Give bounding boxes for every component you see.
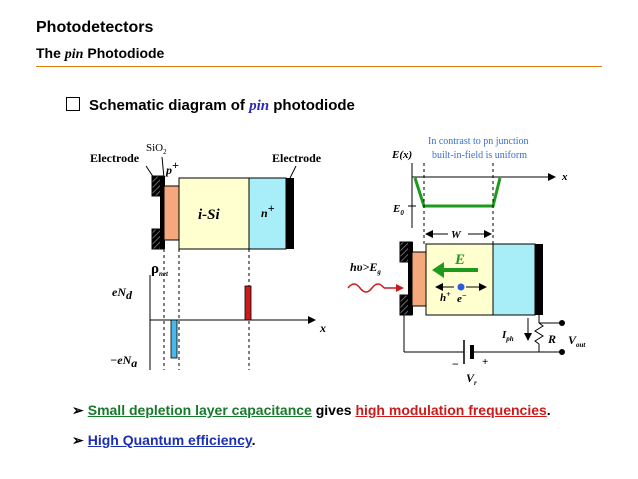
bias-circuit [403,315,565,364]
charge-negative-bar [170,319,178,359]
left-electrode-bar [160,176,165,249]
subtitle-prefix: The [36,45,65,61]
section-heading: Schematic diagram of pin photodiode [66,97,355,115]
field-curve [413,177,502,208]
subtitle-em: pin [64,47,84,62]
photon-arrowhead-icon [396,284,404,292]
e0-label: E0 [392,203,404,217]
checkbox-bullet-icon [66,97,80,111]
right-electrode-bar [408,242,413,315]
resistor-icon [534,322,544,345]
x-label-right: x [561,171,568,183]
ena-label: −eNa [110,353,137,370]
bullet1-part3: high modulation frequencies [355,402,547,418]
electrode-right-pointer [289,165,297,179]
right-n-electrode [535,244,543,315]
heading-suffix: photodiode [269,97,355,114]
electrode-left-label: Electrode [90,151,140,165]
electron-label: e− [457,291,467,305]
heading-em: pin [249,98,270,114]
bullet2-part2: . [251,432,256,448]
page-title: Photodetectors [36,19,154,36]
w-label: W [451,229,462,241]
x-label-left: x [319,321,326,335]
bullet1-part2: gives [311,402,356,418]
terminal-top [559,320,565,326]
p-plus-label: p+ [165,158,179,177]
left-device-structure [145,156,297,250]
electron-dot [457,283,465,291]
photon-wave-icon [347,283,385,293]
bullet-arrow-icon: ➢ [72,432,84,448]
field-arrow-head-icon [432,262,444,278]
title-divider [36,66,602,67]
isi-label: i-Si [198,207,221,223]
heading-prefix: Schematic diagram of [89,97,250,114]
right-p-region [411,251,427,307]
subtitle-suffix: Photodiode [83,45,165,61]
vr-label: Vr [466,371,477,387]
sio2-pointer [161,156,165,179]
right-n-region [492,243,536,316]
bullet1-part1: Small depletion layer capacitance [87,402,312,418]
field-note-line2: built-in-field is uniform [432,150,527,161]
field-e-label: E [454,252,465,268]
electrode-right-label: Electrode [272,151,322,165]
bullet-capacitance: ➢Small depletion layer capacitance gives… [72,402,551,419]
end-label: eNd [112,285,133,302]
bullet1-part4: . [546,402,551,418]
sio2-label: SiO2 [146,142,167,156]
bullet-quantum-efficiency: ➢High Quantum efficiency. [72,432,256,449]
iph-label: Iph [501,329,514,343]
rho-label: ρnet [151,261,169,278]
i-region [178,177,250,250]
charge-positive-bar [244,285,252,321]
battery-plus-label: + [482,356,488,368]
right-device-structure [399,241,543,316]
n-plus-label: n+ [261,201,275,220]
battery-minus-label: − [452,357,459,371]
right-i-region [425,243,494,316]
bullet2-part1: High Quantum efficiency [87,432,252,448]
page-subtitle: The pin Photodiode [36,45,164,63]
battery-short-plate [470,345,474,359]
hv-label: hυ>Eg [350,260,381,276]
electrode-left-pointer [145,165,155,179]
right-electrode [286,178,294,249]
terminal-bottom [559,349,565,355]
bullet-arrow-icon: ➢ [72,402,84,418]
hole-label: h+ [440,290,451,304]
vout-label: Vout [568,333,586,349]
ex-label: E(x) [391,149,412,161]
p-region [163,185,180,241]
field-note-line1: In contrast to pn junction [428,136,529,147]
r-label: R [547,332,556,346]
